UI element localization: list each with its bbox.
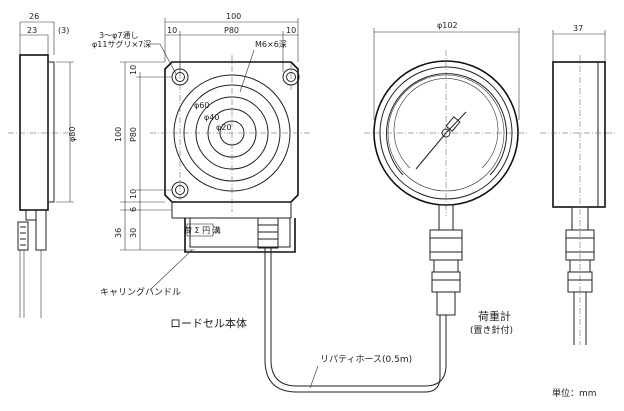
- flexible-hose-label: リパティホース(0.5m): [320, 354, 412, 365]
- gap-6: 6: [129, 207, 138, 212]
- ring-40: φ40: [204, 113, 219, 122]
- front-view-load-cell: 100 P80 10 10 3～φ7通し φ11サグリ×7深 M6×6深 φ: [92, 12, 312, 298]
- edge-10-left: 10: [167, 26, 177, 35]
- side-body-width: 23: [27, 26, 37, 35]
- flexible-hose: ロードセル本体 リパティホース(0.5m): [170, 260, 447, 393]
- gauge-depth: 37: [573, 24, 583, 33]
- load-gauge-sub-label: (置き針付): [470, 324, 513, 336]
- edge-10-top: 10: [129, 65, 138, 75]
- unit-label: 単位：mm: [552, 387, 597, 399]
- load-cell-body-label: ロードセル本体: [170, 316, 247, 330]
- carrying-handle-label: キャリングハンドル: [100, 286, 181, 298]
- ring-20: φ20: [216, 123, 231, 132]
- gauge-diameter: φ102: [437, 21, 458, 30]
- hole-spec-2: φ11サグリ×7深: [92, 39, 151, 49]
- edge-10-bottom: 10: [129, 189, 138, 199]
- side-gap: (3): [58, 26, 69, 35]
- load-gauge-label: 荷重計: [478, 309, 511, 323]
- ring-60: φ60: [194, 101, 209, 110]
- gauge-front-view: φ102 荷重計 (置き針付): [364, 21, 528, 336]
- front-width: 100: [226, 12, 241, 21]
- dim-30: 30: [129, 228, 138, 238]
- tap-spec: M6×6深: [255, 40, 287, 49]
- gauge-side-view: 37: [540, 24, 616, 345]
- front-height: 100: [114, 127, 123, 142]
- side-view-load-cell: 26 23 (3) φ80: [8, 12, 77, 318]
- pitch-horizontal: P80: [224, 26, 239, 35]
- groove-label: 荷 Σ 円 溝: [184, 225, 221, 235]
- edge-10-right: 10: [286, 26, 296, 35]
- dim-36: 36: [114, 228, 123, 238]
- side-total-width: 26: [29, 12, 39, 21]
- hole-spec-1: 3～φ7通し: [99, 30, 138, 40]
- pitch-vertical: P80: [129, 127, 138, 142]
- side-diameter: φ80: [68, 127, 77, 142]
